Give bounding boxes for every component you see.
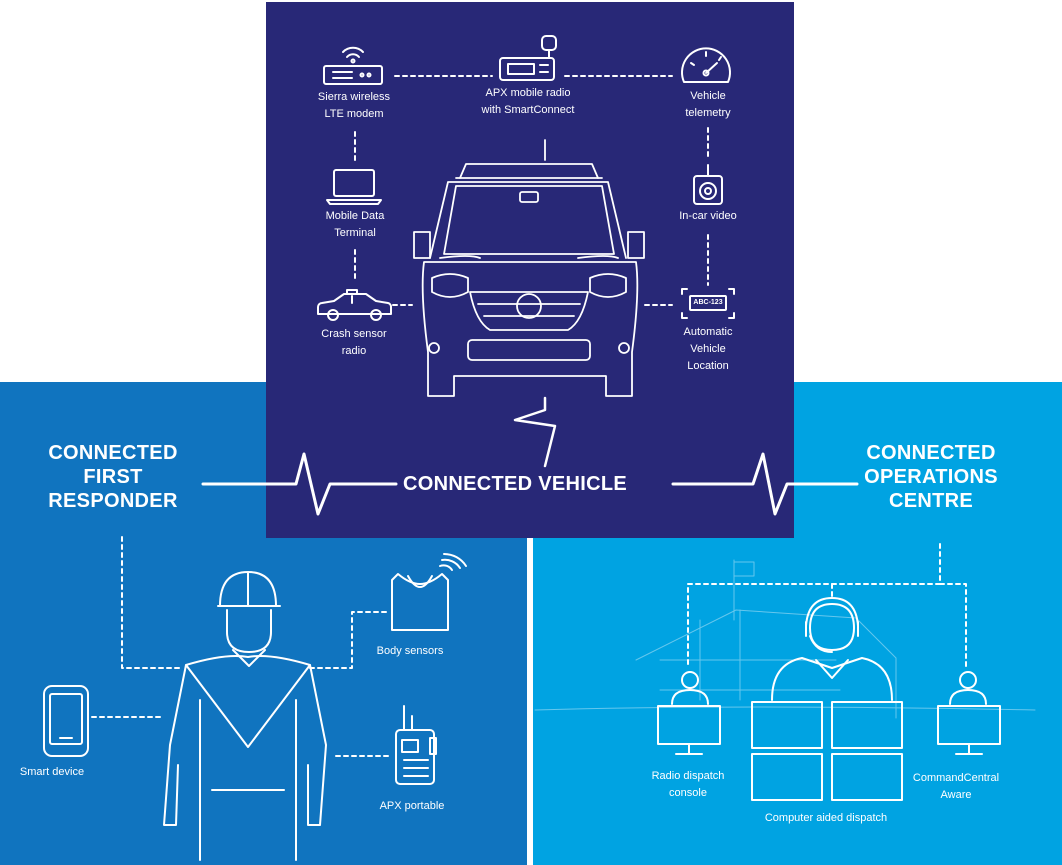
signal-zigzag [513, 396, 557, 468]
police-car-icon [317, 289, 392, 321]
lte-modem-label: Sierra wireless LTE modem [294, 89, 414, 123]
commandcentral-label-line2: Aware [940, 789, 972, 801]
mdt-label-line2: Terminal [334, 227, 376, 239]
licence-plate-icon [681, 288, 735, 319]
dispatcher-illustration [771, 597, 893, 701]
telemetry-label-line1: Vehicle [690, 90, 726, 102]
apx-mobile-label: APX mobile radio with SmartConnect [458, 85, 598, 119]
smartphone-icon [43, 685, 89, 757]
building-outline [534, 559, 1036, 719]
connected-vehicle-title: CONNECTED VEHICLE [402, 473, 627, 495]
operations-title-line2: OPERATIONS [864, 466, 998, 488]
heartbeat-left [201, 452, 398, 516]
radio-dispatch-label-line2: console [669, 787, 707, 799]
operations-centre-title: CONNECTED OPERATIONS CENTRE [856, 441, 1006, 513]
lte-modem-icon [323, 46, 383, 85]
responder-connectors [91, 536, 393, 757]
operations-connectors [687, 543, 967, 669]
apx-mobile-label-line2: with SmartConnect [481, 104, 575, 116]
commandcentral-operator-illustration [949, 671, 987, 705]
lte-modem-label-line2: LTE modem [324, 108, 384, 120]
commandcentral-label: CommandCentral Aware [896, 770, 1016, 804]
avl-label: Automatic Vehicle Location [656, 324, 760, 375]
heartbeat-right [671, 452, 859, 516]
mdt-label: Mobile Data Terminal [300, 208, 410, 242]
camera-icon [693, 164, 723, 205]
first-responder-title-line1: CONNECTED [48, 442, 178, 464]
apx-mobile-radio-icon [499, 35, 557, 81]
portable-radio-icon [395, 705, 437, 785]
apx-mobile-label-line1: APX mobile radio [485, 87, 571, 99]
vest-icon [391, 552, 467, 631]
van-front-illustration [413, 139, 645, 397]
telemetry-label: Vehicle telemetry [660, 88, 756, 122]
laptop-icon [326, 169, 382, 205]
body-sensors-label: Body sensors [376, 645, 444, 657]
operations-title-line3: CENTRE [888, 490, 974, 512]
monitors [657, 701, 1001, 801]
first-responder-title-line2: FIRST [83, 466, 143, 488]
avl-label-line1: Automatic [683, 326, 733, 338]
radio-dispatch-label-line1: Radio dispatch [651, 770, 725, 782]
worker-illustration [163, 571, 327, 861]
vehicle-connectors [354, 75, 709, 306]
avl-label-line3: Location [687, 360, 729, 372]
mdt-label-line1: Mobile Data [325, 210, 385, 222]
apx-portable-label: APX portable [379, 800, 445, 812]
crash-sensor-label-line2: radio [341, 345, 367, 357]
crash-sensor-label-line1: Crash sensor [321, 328, 387, 340]
smart-device-label: Smart device [19, 766, 85, 778]
speedometer-icon [681, 47, 731, 83]
lte-modem-label-line1: Sierra wireless [317, 91, 391, 103]
cad-label: Computer aided dispatch [764, 812, 888, 824]
licence-plate-text: ABC-123 [693, 299, 723, 306]
radio-operator-illustration [671, 671, 709, 705]
crash-sensor-label: Crash sensor radio [296, 326, 412, 360]
in-car-video-label-line1: In-car video [679, 210, 737, 222]
in-car-video-label: In-car video [660, 208, 756, 225]
telemetry-label-line2: telemetry [685, 107, 731, 119]
operations-title-line1: CONNECTED [866, 442, 996, 464]
radio-dispatch-label: Radio dispatch console [628, 768, 748, 802]
first-responder-title: CONNECTED FIRST RESPONDER [38, 441, 188, 513]
avl-label-line2: Vehicle [690, 343, 726, 355]
commandcentral-label-line1: CommandCentral [912, 772, 1000, 784]
first-responder-title-line3: RESPONDER [48, 490, 178, 512]
